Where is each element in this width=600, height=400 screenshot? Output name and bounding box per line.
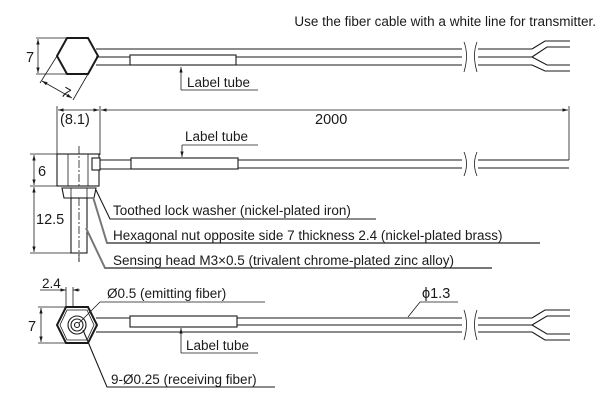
fiber-bundle bbox=[70, 318, 84, 332]
diameter-leader bbox=[407, 301, 458, 318]
hex-nut bbox=[61, 187, 97, 199]
cable-split bbox=[531, 40, 570, 50]
label-tube bbox=[129, 315, 238, 328]
receiving-leader bbox=[82, 329, 275, 388]
side-view: (8.1) 2000 6 12.5 bbox=[30, 106, 570, 269]
hex-head-outline bbox=[55, 37, 100, 75]
cable-split bbox=[531, 331, 570, 341]
top-view: 7 7 Label tube bbox=[26, 37, 570, 103]
callout-sensing-head: Sensing head M3×0.5 (trivalent chrome-pl… bbox=[113, 253, 454, 268]
break-mark bbox=[474, 309, 478, 341]
hex-height-dim: 7 bbox=[26, 50, 34, 66]
cable-length-dim: 2000 bbox=[315, 112, 347, 128]
head-height-dim: 6 bbox=[38, 164, 46, 180]
receiving-fiber-callout: 9-Ø0.25 (receiving fiber) bbox=[111, 372, 257, 387]
label-tube bbox=[129, 54, 237, 66]
callout-washer: Toothed lock washer (nickel-plated iron) bbox=[113, 203, 351, 218]
hex-height-dim: 7 bbox=[28, 319, 36, 335]
label-tube-callout: Label tube bbox=[185, 129, 248, 144]
dim-ext-line bbox=[39, 55, 58, 84]
break-mark bbox=[474, 151, 478, 177]
washer-leader bbox=[95, 189, 376, 220]
break-mark bbox=[463, 41, 467, 73]
hex-nut-inner bbox=[59, 309, 95, 341]
label-tube bbox=[130, 157, 239, 170]
cable-split bbox=[531, 315, 570, 326]
thread-length-dim: 12.5 bbox=[36, 212, 64, 228]
hex-across-dim: 7 bbox=[58, 85, 73, 103]
callout-nut: Hexagonal nut opposite side 7 thickness … bbox=[113, 228, 502, 243]
cable-diameter-dim: ϕ1.3 bbox=[422, 286, 450, 302]
label-tube-callout: Label tube bbox=[187, 75, 250, 90]
cable-port bbox=[91, 157, 101, 171]
break-mark bbox=[474, 41, 478, 73]
hex-nut-front bbox=[55, 306, 99, 344]
transmitter-note: Use the fiber cable with a white line fo… bbox=[294, 14, 596, 29]
break-mark bbox=[463, 309, 467, 341]
break-mark bbox=[463, 151, 467, 177]
thread-circle bbox=[67, 315, 87, 335]
nut-thickness-dim: 2.4 bbox=[42, 276, 61, 291]
label-tube-callout: Label tube bbox=[186, 338, 249, 353]
dim-ext-line bbox=[72, 73, 89, 101]
dim-line bbox=[41, 80, 73, 99]
head-width-dim: (8.1) bbox=[60, 112, 90, 128]
cable-split bbox=[531, 324, 570, 335]
emitting-fiber-callout: Ø0.5 (emitting fiber) bbox=[107, 286, 226, 301]
emitting-leader bbox=[78, 301, 265, 324]
cable-split bbox=[531, 46, 570, 58]
cable-split bbox=[531, 64, 570, 72]
front-view: 2.4 7 Ø0.5 (emitting fiber) 9-Ø0.25 (rec… bbox=[28, 276, 570, 388]
nut-leader bbox=[92, 196, 540, 244]
emitting-fiber bbox=[73, 321, 81, 329]
head-leader bbox=[85, 227, 492, 269]
cable-split bbox=[531, 309, 570, 319]
cable-split bbox=[531, 56, 570, 66]
